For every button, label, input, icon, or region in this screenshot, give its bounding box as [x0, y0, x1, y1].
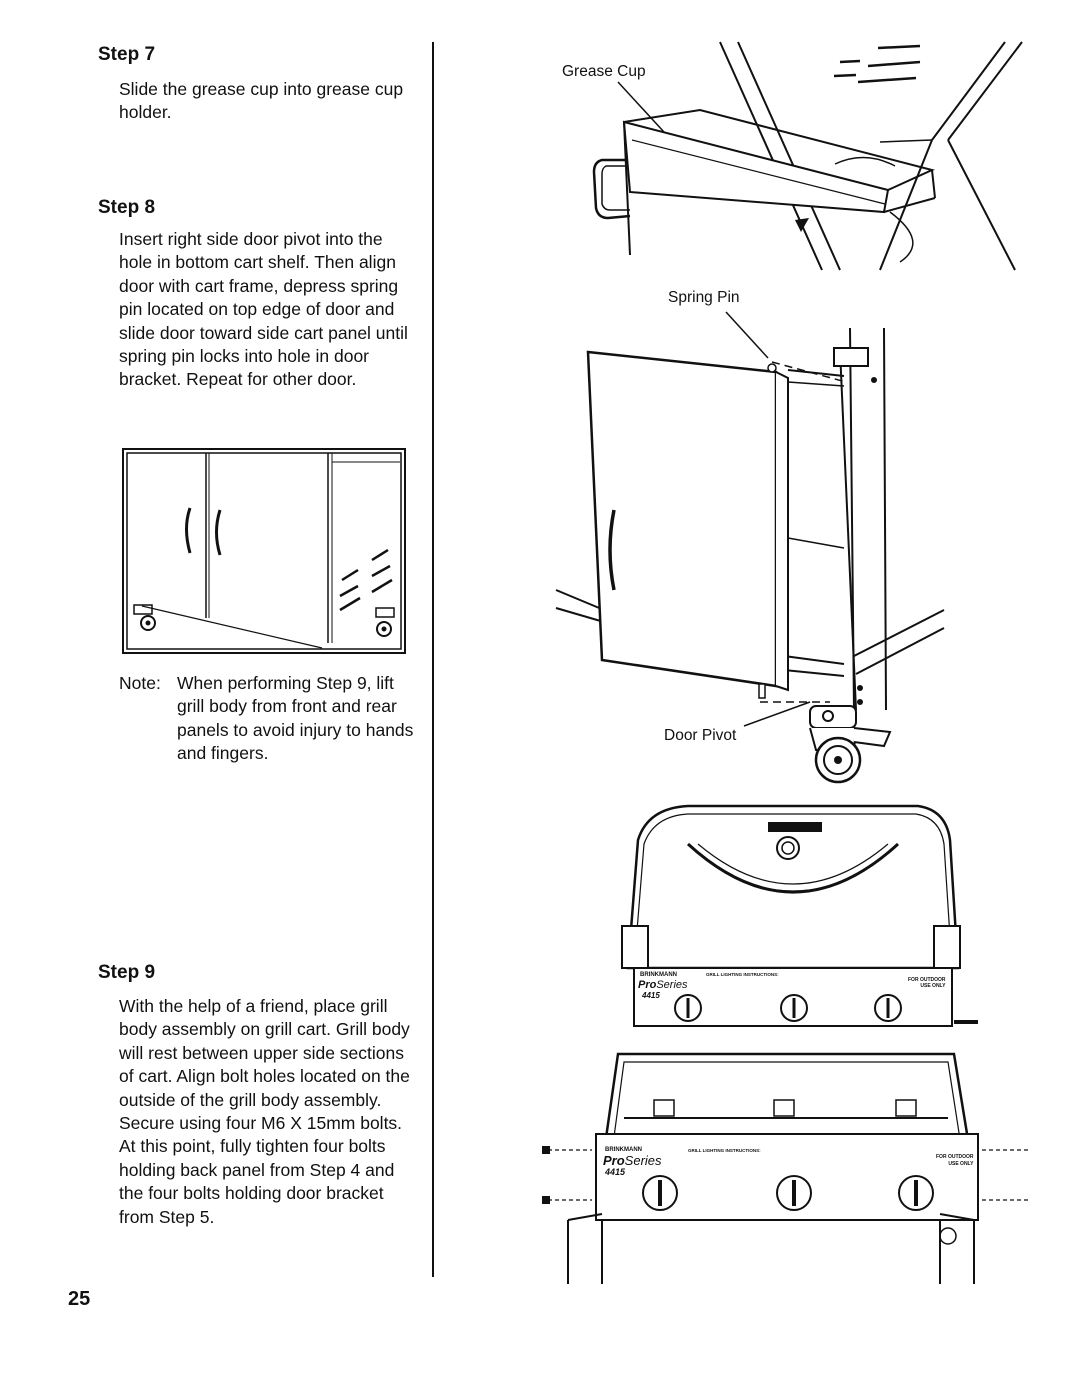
lower-panel-series-pro: Pro — [603, 1153, 625, 1168]
upper-panel-brand: BRINKMANN — [640, 972, 677, 978]
lower-panel-outdoor-2: USE ONLY — [948, 1161, 974, 1167]
grill-body-illustration — [542, 804, 1028, 1284]
lower-panel-brand: BRINKMANN — [605, 1147, 642, 1153]
door-illustration — [555, 311, 945, 784]
cart-doors-illustration — [122, 448, 406, 654]
lower-panel-outdoor: FOR OUTDOOR USE ONLY — [936, 1154, 974, 1168]
upper-panel-outdoor-2: USE ONLY — [920, 983, 946, 989]
page-number: 25 — [68, 1288, 91, 1310]
lower-panel-outdoor-1: FOR OUTDOOR — [936, 1154, 974, 1160]
lower-panel-series-rest: Series — [624, 1153, 662, 1168]
grease-cup-illustration — [592, 41, 1023, 271]
step-8-title: Step 8 — [98, 197, 156, 218]
spring-pin-label: Spring Pin — [668, 289, 740, 306]
note: Note: When performing Step 9, lift grill… — [119, 672, 415, 766]
door-pivot-label: Door Pivot — [664, 727, 737, 744]
lower-panel-model: 4415 — [605, 1167, 626, 1177]
lower-panel-series: ProSeries — [603, 1153, 662, 1168]
upper-panel-model: 4415 — [642, 991, 660, 1000]
grease-cup-label: Grease Cup — [562, 63, 646, 80]
upper-panel-series-rest: Series — [656, 979, 688, 991]
note-text: When performing Step 9, lift grill body … — [177, 673, 414, 764]
step-7-title: Step 7 — [98, 44, 156, 65]
step-9-text: With the help of a friend, place grill b… — [119, 996, 410, 1227]
step-7-text: Slide the grease cup into grease cup hol… — [119, 79, 404, 123]
upper-panel-series-pro: Pro — [638, 979, 657, 991]
upper-panel-lighting: GRILL LIGHTING INSTRUCTIONS: — [706, 972, 779, 977]
step-9-title: Step 9 — [98, 962, 156, 983]
upper-panel-series: ProSeries — [638, 979, 688, 991]
door-pivot-leader — [743, 701, 811, 727]
upper-panel-outdoor-1: FOR OUTDOOR — [908, 977, 946, 983]
lower-panel-lighting: GRILL LIGHTING INSTRUCTIONS: — [688, 1148, 761, 1153]
upper-panel-outdoor: FOR OUTDOOR USE ONLY — [908, 977, 946, 989]
note-label: Note: — [119, 673, 161, 693]
column-divider — [432, 42, 434, 1277]
step-8-text: Insert right side door pivot into the ho… — [119, 229, 408, 390]
